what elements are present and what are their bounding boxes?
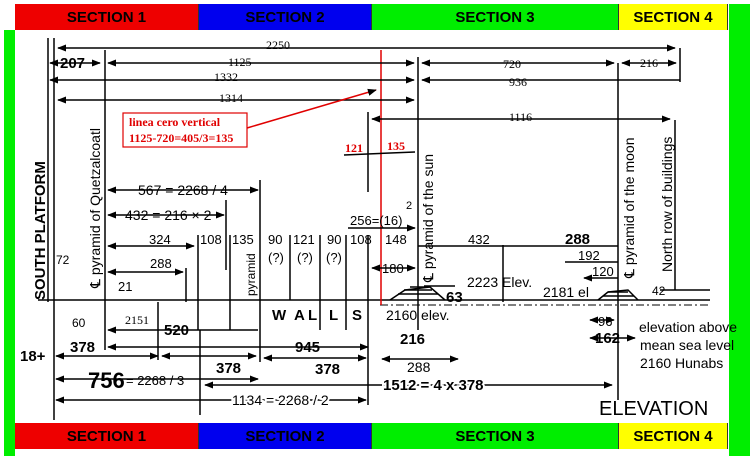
section-2-top: SECTION 2 xyxy=(199,4,372,30)
walls-w: W xyxy=(272,307,287,324)
walls-a: A xyxy=(294,307,305,324)
section-bar-top: SECTION 1 SECTION 2 SECTION 3 SECTION 4 xyxy=(15,4,728,30)
dim-108a: 108 xyxy=(200,232,222,247)
dim-90a: 90 xyxy=(268,232,282,247)
section-1-bottom: SECTION 1 xyxy=(15,423,199,449)
section-4-bottom: SECTION 4 xyxy=(619,423,728,449)
right-green-border xyxy=(729,4,750,456)
dim-256: 256=(16) xyxy=(350,213,402,228)
dim-192: 192 xyxy=(578,248,600,263)
dim-135: 135 xyxy=(232,232,254,247)
dim-720: 720 xyxy=(503,57,521,71)
dimension-lines xyxy=(49,44,710,404)
pyramid-sun-shape xyxy=(389,286,446,301)
left-green-border xyxy=(4,30,15,456)
pyramid-sun-label: ℄ pyramid of the sun xyxy=(420,154,436,283)
dim-378c: 378 xyxy=(315,361,340,378)
elev-2223: 2223 Elev. xyxy=(467,274,532,290)
section-2-bottom: SECTION 2 xyxy=(199,423,372,449)
unknown-2: (?) xyxy=(297,250,313,265)
walls-l1: L xyxy=(308,307,317,324)
dim-378b: 378 xyxy=(216,360,241,377)
dim-936: 936 xyxy=(509,75,527,89)
note-line-2: 1125-720=405/3=135 xyxy=(129,131,233,145)
dim-108b: 108 xyxy=(350,232,372,247)
red-dim-121: 121 xyxy=(345,141,363,155)
dim-121: 121 xyxy=(293,232,315,247)
pyramid-moon-label: ℄ pyramid of the moon xyxy=(621,138,637,280)
dim-1314: 1314 xyxy=(219,91,243,105)
dim-1134: 1134 = 2268 / 2 xyxy=(232,392,329,408)
elev-2160: 2160 elev. xyxy=(386,307,450,323)
pyramid-moon-shape xyxy=(597,289,639,301)
dim-520: 520 xyxy=(164,322,189,339)
dim-180: 180 xyxy=(382,261,404,276)
dim-432-eq: 432 = 216 × 2 xyxy=(125,207,212,223)
dimension-labels: 2250 207 1125 1332 1314 720 216 936 1116… xyxy=(20,38,737,410)
dim-90b: 90 xyxy=(327,232,341,247)
dim-60: 60 xyxy=(72,316,86,330)
dim-63: 63 xyxy=(446,289,463,306)
unknown-3: (?) xyxy=(326,250,342,265)
dim-324: 324 xyxy=(149,232,171,247)
unknown-1: (?) xyxy=(268,250,284,265)
dim-756-eq: = 2268 / 3 xyxy=(126,373,184,388)
dim-288-bold: 288 xyxy=(565,231,590,248)
dim-1116: 1116 xyxy=(509,110,532,124)
dim-148: 148 xyxy=(385,232,407,247)
section-bar-bottom: SECTION 1 SECTION 2 SECTION 3 SECTION 4 xyxy=(15,423,728,449)
dim-72: 72 xyxy=(56,253,70,267)
reference-lines xyxy=(38,38,710,420)
dim-288a: 288 xyxy=(150,256,172,271)
dim-120: 120 xyxy=(592,264,614,279)
dim-42: 42 xyxy=(652,284,666,298)
red-dim-135: 135 xyxy=(387,139,405,153)
superscript-2: 2 xyxy=(406,200,412,212)
dim-2250: 2250 xyxy=(266,38,290,52)
dim-1125: 1125 xyxy=(228,55,252,69)
sea-level-line-3: 2160 Hunabs xyxy=(640,355,723,371)
elev-2181: 2181 el xyxy=(543,284,589,300)
quetzalcoatl-label: ℄ pyramid of Quetzalcoatl xyxy=(87,128,103,289)
dim-945: 945 xyxy=(295,339,320,356)
south-platform-label: SOUTH PLATFORM xyxy=(32,161,49,300)
walls-l2: L xyxy=(329,307,338,324)
dim-1332: 1332 xyxy=(214,70,238,84)
elevation-title: ELEVATION xyxy=(599,398,708,420)
dim-216-top: 216 xyxy=(640,56,658,70)
section-4-top: SECTION 4 xyxy=(619,4,728,30)
dim-96: 96 xyxy=(598,314,612,329)
section-3-top: SECTION 3 xyxy=(372,4,619,30)
section-3-bottom: SECTION 3 xyxy=(372,423,619,449)
dim-1512: 1512 = 4 x 378 xyxy=(383,377,484,394)
elev-2151: 2151 xyxy=(125,313,149,327)
dim-432: 432 xyxy=(468,232,490,247)
dim-378a: 378 xyxy=(70,339,95,356)
dim-162: 162 xyxy=(595,330,620,347)
dim-756: 756 xyxy=(88,368,125,393)
pyramid-label: pyramid xyxy=(244,253,258,296)
dim-288c: 288 xyxy=(407,359,431,375)
note-line-1: linea cero vertical xyxy=(129,115,221,129)
section-1-top: SECTION 1 xyxy=(15,4,199,30)
sea-level-line-2: mean sea level xyxy=(640,337,734,353)
dim-567: 567 = 2268 / 4 xyxy=(138,182,228,198)
dim-207: 207 xyxy=(60,55,85,72)
dim-216: 216 xyxy=(400,331,425,348)
dim-18: 18+ xyxy=(20,348,46,365)
north-row-label: North row of buildings xyxy=(659,137,675,272)
sea-level-line-1: elevation above xyxy=(639,319,737,335)
dim-21: 21 xyxy=(118,279,132,294)
note-box xyxy=(122,112,248,148)
walls-s: S xyxy=(352,307,362,324)
